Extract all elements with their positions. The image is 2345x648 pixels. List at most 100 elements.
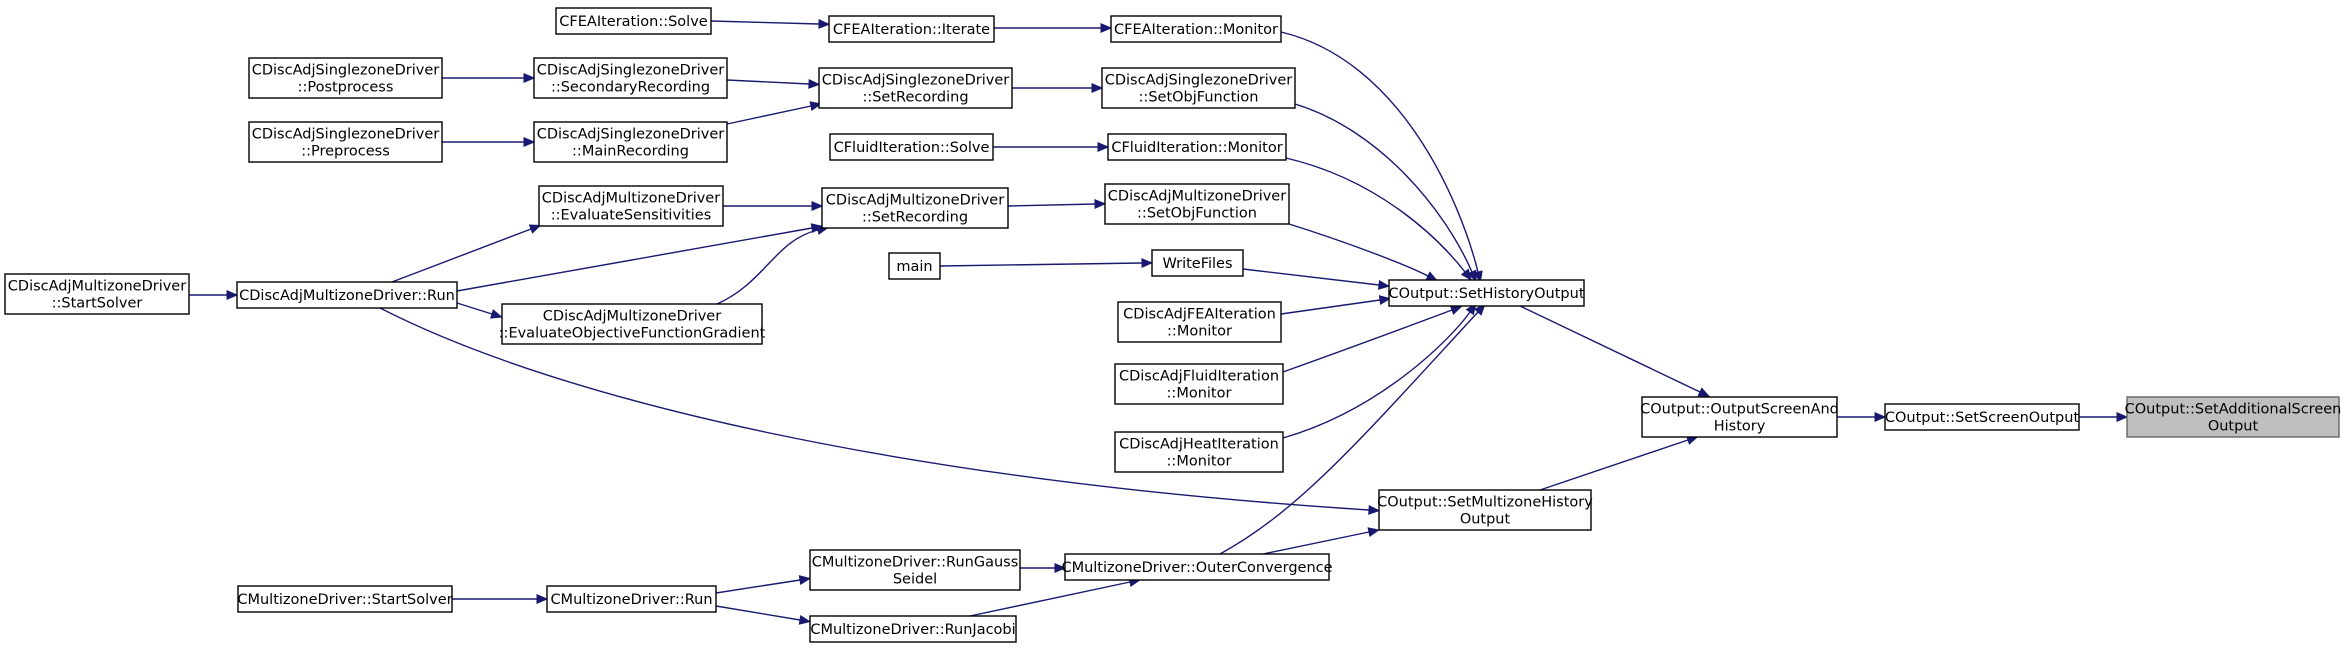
- node-damz-evalsens[interactable]: CDiscAdjMultizoneDriver::EvaluateSensiti…: [538, 185, 724, 227]
- node-dafluid-monitor[interactable]: CDiscAdjFluidIteration::Monitor: [1114, 363, 1284, 405]
- node-box: [888, 252, 941, 280]
- node-fluid-solve[interactable]: CFluidIteration::Solve: [829, 133, 994, 161]
- edge-arrowhead: [1141, 258, 1154, 268]
- edge-line: [726, 79, 810, 85]
- edge-dasz_preprocess-to-dasz_mainrec: [442, 137, 536, 147]
- node-box: [533, 57, 728, 99]
- edge-arrowhead: [523, 73, 536, 83]
- edge-line: [379, 307, 1370, 511]
- node-box: [809, 549, 1021, 591]
- edge-line: [1280, 31, 1479, 273]
- node-fea-iterate[interactable]: CFEAIteration::Iterate: [828, 15, 995, 43]
- node-mz-runjacobi[interactable]: CMultizoneDriver::RunJacobi: [809, 615, 1017, 643]
- node-fluid-monitor[interactable]: CFluidIteration::Monitor: [1107, 133, 1287, 161]
- edge-dasz_setobj-to-sethistoryoutput: [1294, 103, 1477, 283]
- node-box: [828, 15, 995, 43]
- node-label: Seidel: [893, 572, 937, 588]
- node-dasz-mainrec[interactable]: CDiscAdjSinglezoneDriver::MainRecording: [533, 121, 728, 163]
- node-sethistoryoutput[interactable]: COutput::SetHistoryOutput: [1388, 279, 1585, 307]
- node-fea-monitor[interactable]: CFEAIteration::Monitor: [1110, 15, 1282, 43]
- node-label: ::EvaluateObjectiveFunctionGradient: [499, 326, 766, 342]
- edge-line: [1285, 157, 1466, 273]
- node-label: CFEAIteration::Solve: [559, 14, 708, 30]
- node-box: [1104, 183, 1290, 225]
- node-label: COutput::SetMultizoneHistory: [1377, 495, 1593, 511]
- edge-line: [456, 302, 493, 315]
- edge-arrowhead: [490, 309, 503, 319]
- node-dasz-secondary[interactable]: CDiscAdjSinglezoneDriver::SecondaryRecor…: [533, 57, 728, 99]
- node-label: CFEAIteration::Monitor: [1114, 22, 1278, 38]
- edge-arrowhead: [1094, 199, 1107, 209]
- edge-fea_monitor-to-sethistoryoutput: [1280, 31, 1483, 283]
- edge-arrowhead: [818, 19, 831, 29]
- node-box: [1114, 363, 1284, 405]
- node-label: ::SetRecording: [862, 90, 968, 106]
- node-damz-run[interactable]: CDiscAdjMultizoneDriver::Run: [236, 281, 458, 309]
- edge-dasz_mainrec-to-dasz_setrecording: [726, 101, 823, 125]
- node-mz-outerconvergence[interactable]: CMultizoneDriver::OuterConvergence: [1061, 553, 1333, 581]
- node-label: ::StartSolver: [52, 296, 143, 312]
- edge-arrowhead: [1367, 527, 1381, 537]
- edge-line: [1288, 223, 1429, 277]
- node-dasz-setrecording[interactable]: CDiscAdjSinglezoneDriver::SetRecording: [818, 67, 1013, 109]
- edge-mz_run-to-mz_rungaussseidel: [715, 575, 812, 594]
- edge-damz_run-to-damz_setrecording: [456, 223, 824, 292]
- edge-line: [1007, 203, 1096, 207]
- edge-arrowhead: [1449, 305, 1463, 315]
- node-dafea-monitor[interactable]: CDiscAdjFEAIteration::Monitor: [1117, 301, 1282, 343]
- node-label: CMultizoneDriver::StartSolver: [237, 592, 452, 608]
- node-dasz-setobj[interactable]: CDiscAdjSinglezoneDriver::SetObjFunction: [1101, 67, 1296, 109]
- edge-arrowhead: [798, 615, 812, 625]
- edge-damz_run-to-damz_evalsens: [391, 224, 542, 283]
- node-setscreenoutput[interactable]: COutput::SetScreenOutput: [1884, 403, 2080, 431]
- node-damz-startsolver[interactable]: CDiscAdjMultizoneDriver::StartSolver: [4, 273, 190, 315]
- node-label: CFluidIteration::Solve: [834, 140, 990, 156]
- edge-arrowhead: [1368, 505, 1381, 515]
- node-dasz-postprocess[interactable]: CDiscAdjSinglezoneDriver::Postprocess: [248, 57, 443, 99]
- node-box: [818, 67, 1013, 109]
- node-box: [1151, 249, 1244, 277]
- edge-arrowhead: [1097, 142, 1110, 152]
- edge-main-to-writefiles: [939, 258, 1154, 268]
- node-label: CDiscAdjFluidIteration: [1119, 369, 1279, 385]
- node-box: [538, 185, 724, 227]
- node-label: ::Monitor: [1167, 324, 1232, 340]
- node-box: [533, 121, 728, 163]
- node-label: CFEAIteration::Iterate: [833, 22, 990, 38]
- edge-arrowhead: [808, 79, 821, 89]
- edge-arrowhead: [1425, 271, 1439, 282]
- node-box: [809, 615, 1017, 643]
- node-damz-evalobjgrad[interactable]: CDiscAdjMultizoneDriver::EvaluateObjecti…: [499, 303, 766, 345]
- node-fea-solve[interactable]: CFEAIteration::Solve: [555, 7, 712, 35]
- edge-arrowhead: [1467, 269, 1477, 283]
- edge-line: [716, 229, 819, 305]
- edge-line: [1539, 439, 1689, 491]
- edge-setscreenoutput-to-setadditionalscreenoutput: [2079, 412, 2129, 422]
- edge-arrowhead: [1460, 268, 1472, 281]
- node-daheat-monitor[interactable]: CDiscAdjHeatIteration::Monitor: [1114, 431, 1284, 473]
- edge-arrowhead: [1100, 23, 1113, 33]
- edge-arrowhead: [1054, 563, 1067, 573]
- node-damz-setrecording[interactable]: CDiscAdjMultizoneDriver::SetRecording: [821, 187, 1009, 229]
- node-main[interactable]: main: [888, 252, 941, 280]
- node-writefiles[interactable]: WriteFiles: [1151, 249, 1244, 277]
- node-mz-startsolver[interactable]: CMultizoneDriver::StartSolver: [237, 585, 453, 613]
- node-dasz-preprocess[interactable]: CDiscAdjSinglezoneDriver::Preprocess: [248, 121, 443, 163]
- edge-line: [726, 105, 812, 125]
- node-label: CDiscAdjHeatIteration: [1119, 437, 1279, 453]
- node-box: [555, 7, 712, 35]
- node-mz-run[interactable]: CMultizoneDriver::Run: [546, 585, 717, 613]
- edge-sethistoryoutput-to-outputscreenandhistory: [1519, 305, 1711, 397]
- edge-line: [391, 228, 532, 283]
- edge-arrowhead: [798, 575, 812, 585]
- node-damz-setobj[interactable]: CDiscAdjMultizoneDriver::SetObjFunction: [1104, 183, 1290, 225]
- edge-damz_run-to-damz_evalobjgrad: [456, 302, 503, 319]
- node-label: WriteFiles: [1162, 256, 1232, 272]
- node-box: [4, 273, 190, 315]
- node-label: CDiscAdjMultizoneDriver: [542, 191, 720, 207]
